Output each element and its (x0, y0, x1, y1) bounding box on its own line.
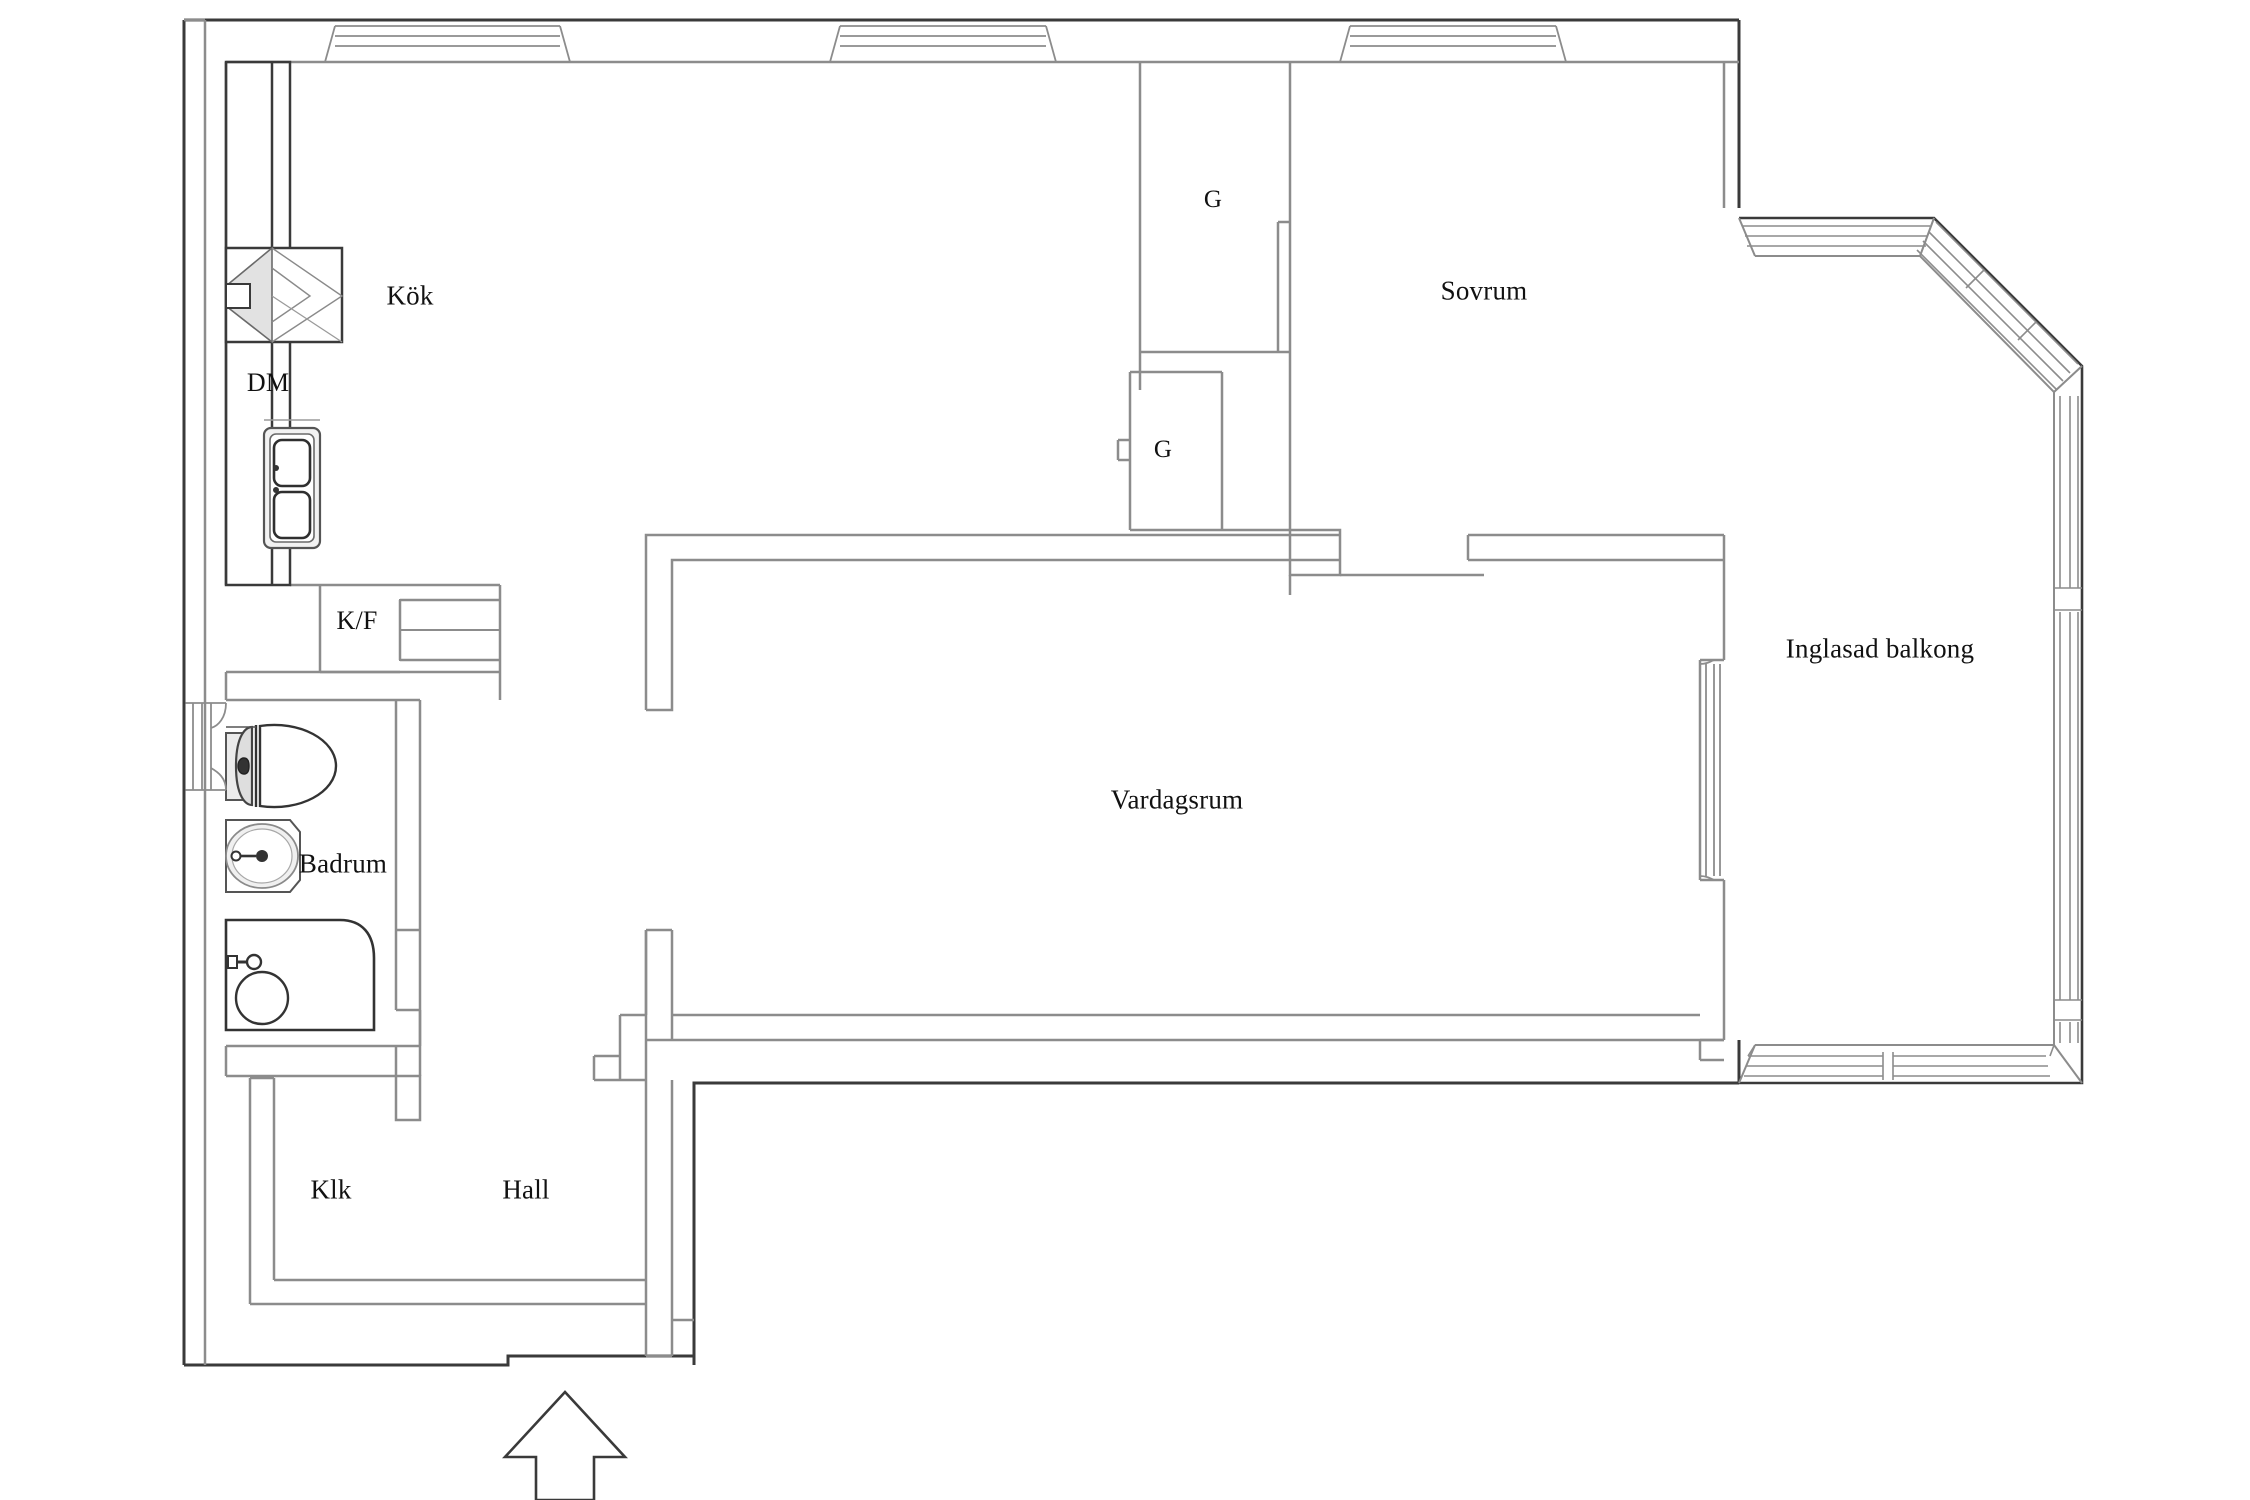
room-label-vardagsrum: Vardagsrum (1110, 784, 1244, 815)
room-label-garderob-1: G (1203, 186, 1223, 213)
room-label-kf: K/F (336, 606, 378, 635)
entrance-arrow-icon (502, 1390, 628, 1500)
window-bedroom (1339, 25, 1567, 63)
kitchen-sink-icon (262, 419, 322, 550)
window-balcony-right-1 (2054, 396, 2082, 611)
room-label-garderob-2: G (1153, 436, 1173, 463)
stove-hood-icon (224, 246, 344, 344)
room-label-sovrum: Sovrum (1440, 275, 1528, 306)
fridge-freezer-icon (399, 599, 501, 661)
room-label-klk: Klk (310, 1174, 352, 1205)
room-label-badrum: Badrum (298, 848, 388, 879)
balcony-sliding-door-icon (1699, 659, 1724, 881)
shower-icon (224, 918, 376, 1032)
washbasin-icon (225, 819, 301, 893)
room-label-hall: Hall (502, 1174, 550, 1205)
window-balcony-bottom-2 (1747, 1044, 2055, 1080)
outer-walls (182, 18, 1741, 1367)
room-label-dm: DM (246, 368, 290, 397)
window-balcony-top (1743, 225, 1930, 247)
window-kitchen-1 (324, 25, 571, 63)
room-label-balkong: Inglasad balkong (1785, 633, 1975, 664)
window-balcony-diag (1916, 217, 2083, 393)
window-balcony-bottom-1 (1744, 1052, 1884, 1080)
inner-walls (184, 18, 1739, 1365)
window-kitchen-2 (829, 25, 1057, 63)
window-balcony-right-2 (2054, 612, 2082, 1043)
toilet-icon (225, 723, 338, 809)
room-label-kok: Kök (386, 280, 434, 311)
bathroom-swing-door-icon (182, 700, 227, 795)
